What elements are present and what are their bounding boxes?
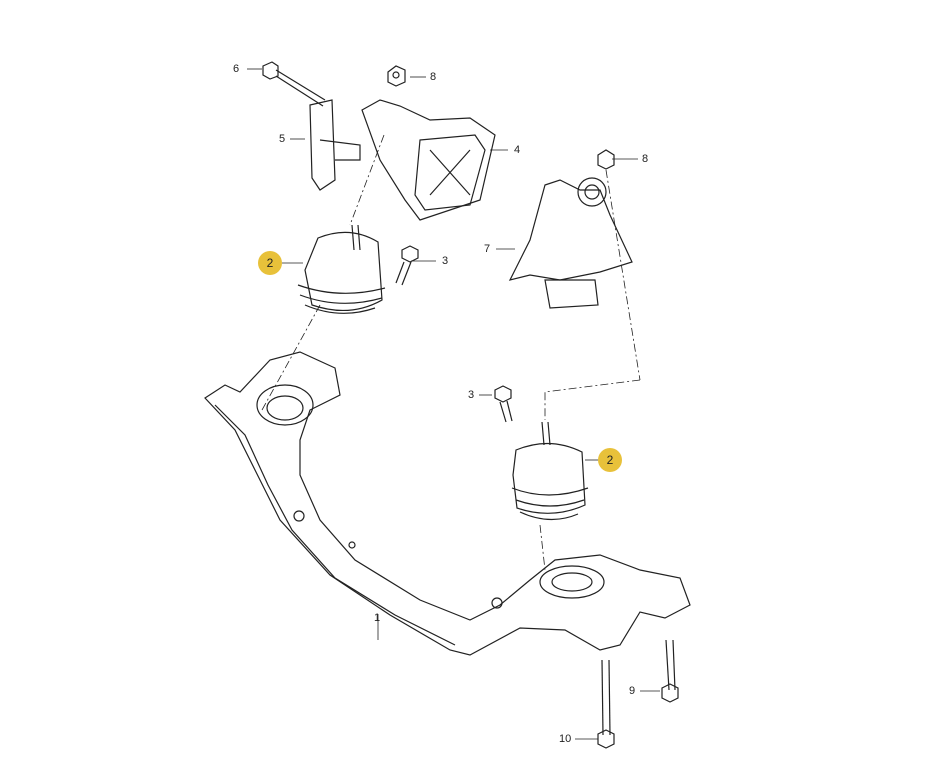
callout-8-top: 8 — [430, 71, 437, 83]
callout-6: 6 — [233, 63, 240, 75]
callout-8-right: 8 — [642, 153, 649, 165]
callout-7: 7 — [484, 243, 491, 255]
callout-5: 5 — [279, 133, 286, 145]
callout-3-left: 3 — [442, 255, 449, 267]
callout-2-highlighted-left[interactable]: 2 — [258, 251, 282, 275]
callout-4: 4 — [514, 144, 521, 156]
callout-3-right: 3 — [468, 389, 475, 401]
callout-9: 9 — [629, 685, 636, 697]
callout-1: 1 — [374, 612, 381, 624]
callout-10: 10 — [559, 733, 572, 745]
callout-2-highlighted-right[interactable]: 2 — [598, 448, 622, 472]
